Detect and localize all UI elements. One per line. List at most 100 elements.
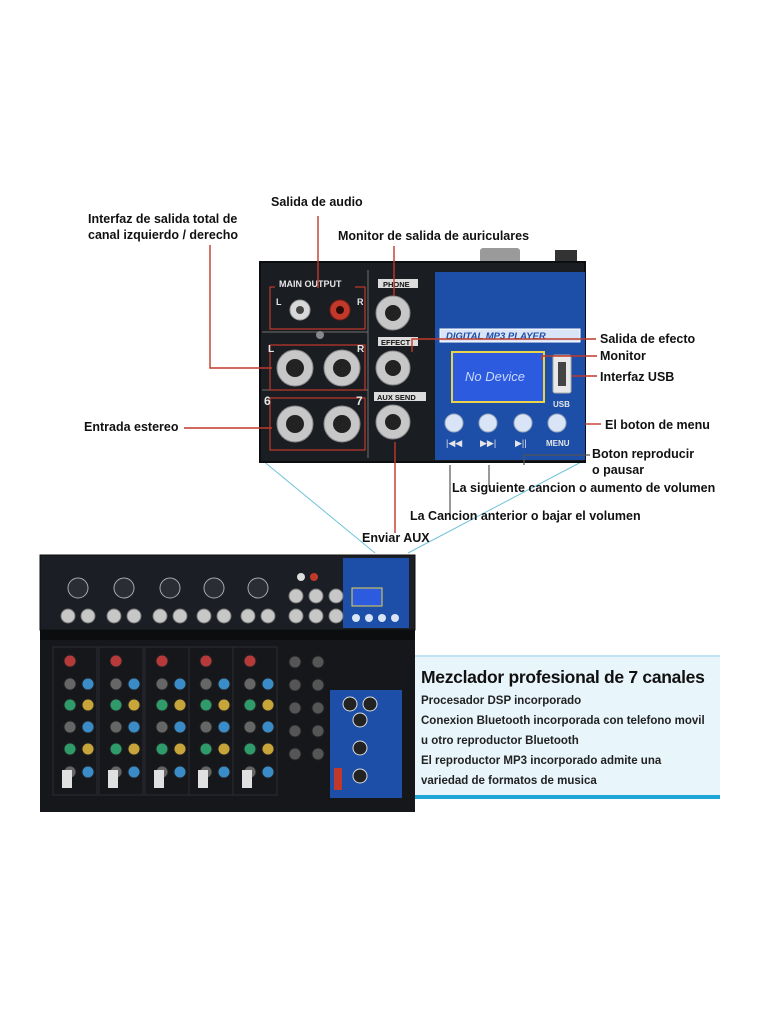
eq-knob <box>63 698 77 712</box>
line-input <box>216 608 232 624</box>
eq-knob <box>173 698 187 712</box>
next-icon: ▶▶| <box>480 438 496 448</box>
xlr-input <box>67 577 89 599</box>
master-knob <box>311 724 325 738</box>
jack-r <box>323 349 361 387</box>
jack-l-label: L <box>268 344 274 355</box>
phone-jack <box>375 295 411 331</box>
master-knob <box>311 747 325 761</box>
callout-lines <box>184 216 601 533</box>
connector-top <box>480 248 520 264</box>
eq-knob <box>173 765 187 779</box>
eq-knob <box>261 720 275 734</box>
eq-knob <box>199 720 213 734</box>
master-section-knob <box>342 696 358 712</box>
master-fader-cap <box>334 768 342 790</box>
output-jack <box>288 588 304 604</box>
menu-button <box>547 413 567 433</box>
feature-box: Mezclador profesional de 7 canales Proce… <box>415 655 720 799</box>
mini-mp3-button <box>391 614 399 622</box>
eq-knob <box>217 698 231 712</box>
eq-knob <box>199 677 213 691</box>
zoomed-panel: MAIN OUTPUT L R L R 6 7 PHONE EFFECT AUX… <box>259 248 586 463</box>
play-pause-button <box>513 413 533 433</box>
callout-headphones: Monitor de salida de auriculares <box>338 229 530 243</box>
connector-top-right <box>555 250 577 264</box>
phone-label: PHONE <box>383 280 410 289</box>
gain-knob <box>199 654 213 668</box>
eq-knob <box>63 742 77 756</box>
master-knob <box>288 747 302 761</box>
gain-knob <box>155 654 169 668</box>
eq-knob <box>261 698 275 712</box>
fader-cap <box>242 770 252 788</box>
next-button <box>478 413 498 433</box>
callout-menu: El boton de menu <box>605 418 710 432</box>
master-section-knob <box>352 712 368 728</box>
jack-6 <box>276 405 314 443</box>
eq-knob <box>243 720 257 734</box>
line-input <box>80 608 96 624</box>
effect-label: EFFECT <box>381 338 411 347</box>
eq-knob <box>261 742 275 756</box>
callout-usb: Interfaz USB <box>600 370 675 384</box>
effect-jack <box>375 350 411 386</box>
jack-l <box>276 349 314 387</box>
line-input <box>240 608 256 624</box>
eq-knob <box>81 698 95 712</box>
main-output-label: MAIN OUTPUT <box>279 279 342 289</box>
feature-line: Conexion Bluetooth incorporada con telef… <box>421 715 705 727</box>
line-input <box>60 608 76 624</box>
line-input <box>196 608 212 624</box>
line-input <box>126 608 142 624</box>
callout-prev: La Cancion anterior o bajar el volumen <box>410 509 641 523</box>
rca-jack-white <box>289 299 311 321</box>
master-section-knob <box>362 696 378 712</box>
eq-knob <box>127 698 141 712</box>
master-knob <box>288 724 302 738</box>
callout-total-out: Interfaz de salida total de canal izquie… <box>88 212 239 242</box>
callout-next: La siguiente cancion o aumento de volume… <box>452 481 716 495</box>
eq-knob <box>261 765 275 779</box>
gain-knob <box>243 654 257 668</box>
gain-knob <box>109 654 123 668</box>
callout-aux-send: Enviar AUX <box>362 531 430 545</box>
gain-knob <box>63 654 77 668</box>
prev-icon: |◀◀ <box>446 438 462 448</box>
feature-line: variedad de formatos de musica <box>421 775 597 787</box>
fader-cap <box>154 770 164 788</box>
output-jack <box>328 608 344 624</box>
stereo-in-box <box>269 397 366 451</box>
line-input <box>106 608 122 624</box>
xlr-input <box>113 577 135 599</box>
eq-knob <box>63 677 77 691</box>
eq-knob <box>173 742 187 756</box>
fader-cap <box>62 770 72 788</box>
eq-knob <box>109 720 123 734</box>
menu-label: MENU <box>546 439 570 448</box>
master-section-knob <box>352 768 368 784</box>
callout-monitor: Monitor <box>600 349 646 363</box>
callout-stereo-in: Entrada estereo <box>84 420 179 434</box>
mini-mp3-button <box>352 614 360 622</box>
xlr-input <box>203 577 225 599</box>
eq-knob <box>81 742 95 756</box>
eq-knob <box>63 720 77 734</box>
output-jack <box>328 588 344 604</box>
xlr-input <box>247 577 269 599</box>
eq-knob <box>173 677 187 691</box>
mixer-details <box>52 573 399 796</box>
fader-cap <box>198 770 208 788</box>
rca-r-label: R <box>357 297 364 307</box>
eq-knob <box>217 677 231 691</box>
eq-knob <box>155 742 169 756</box>
eq-knob <box>155 698 169 712</box>
fader-cap <box>108 770 118 788</box>
eq-knob <box>81 765 95 779</box>
callout-lines-gray <box>449 454 590 515</box>
eq-knob <box>109 742 123 756</box>
eq-knob <box>127 742 141 756</box>
output-jack <box>308 588 324 604</box>
eq-knob <box>261 677 275 691</box>
eq-knob <box>109 698 123 712</box>
